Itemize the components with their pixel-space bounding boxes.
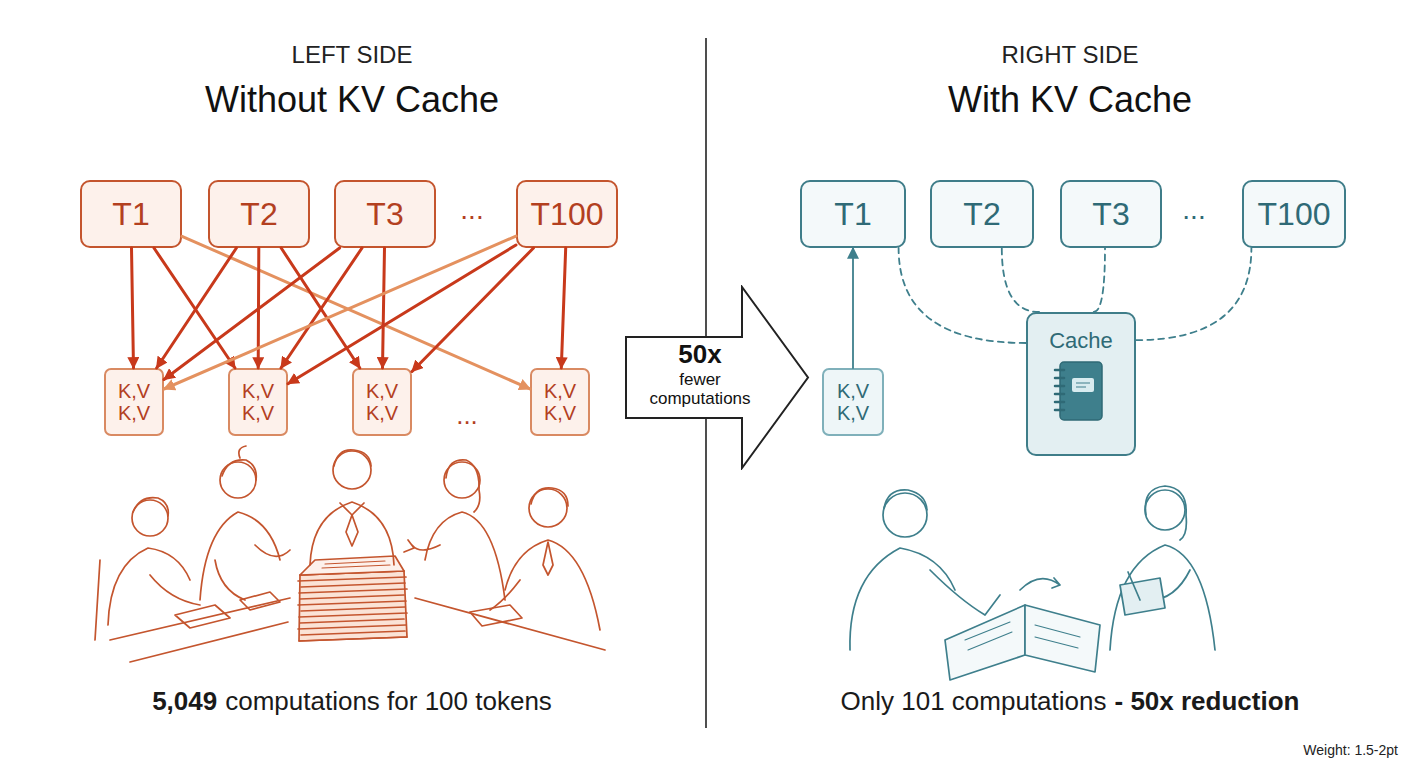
node-text: fewer computations xyxy=(635,370,765,409)
arrow-outline xyxy=(626,287,808,468)
dashed-connector xyxy=(899,248,1026,343)
caption-line: 5,049 computations for 100 tokens xyxy=(152,687,552,717)
caption-number: 5,049 xyxy=(152,687,217,717)
token-box: T1 xyxy=(800,180,906,248)
dashed-connector xyxy=(1136,248,1251,340)
person-hair xyxy=(1145,486,1186,540)
arrow-connector xyxy=(257,248,261,368)
arrow-connector xyxy=(561,248,565,368)
caption-emphasis: - 50x reduction xyxy=(1115,687,1300,717)
token-box: T2 xyxy=(930,180,1034,248)
person-hair xyxy=(133,498,168,516)
caption-line: Only 101 computations - 50x reduction xyxy=(841,687,1300,717)
node-text: T1 xyxy=(112,196,149,233)
notebook-rings xyxy=(1055,370,1064,410)
notebook-tag xyxy=(1072,378,1094,392)
node-text: T100 xyxy=(1258,196,1331,233)
comparison-arrow: 50xfewer computations xyxy=(625,285,810,470)
arrow-connector xyxy=(132,248,134,368)
token-box: T3 xyxy=(1060,180,1162,248)
token-box: T3 xyxy=(334,180,436,248)
person-body xyxy=(1110,545,1215,650)
paper-stack-top xyxy=(300,556,404,575)
token-box: T100 xyxy=(516,180,618,248)
small-notebook xyxy=(1120,578,1165,615)
person-hair xyxy=(446,460,480,512)
arrow-connector xyxy=(281,248,360,368)
person-body xyxy=(200,512,290,600)
node-text: T3 xyxy=(366,196,403,233)
node-text: K,V K,V xyxy=(826,380,880,425)
node-text: 50x xyxy=(635,340,765,370)
dashed-connector xyxy=(1094,248,1105,312)
kv-box: K,V K,V xyxy=(822,368,884,436)
node-text: K,V K,V xyxy=(108,380,160,425)
person-hair xyxy=(884,490,927,510)
ellipsis: ... xyxy=(1182,194,1205,226)
pen xyxy=(1128,572,1140,600)
arrow-connector xyxy=(157,248,237,368)
ellipsis: ... xyxy=(456,401,478,431)
arrow-connector xyxy=(164,236,516,389)
token-box: T1 xyxy=(80,180,182,248)
arrow-connector xyxy=(182,236,530,389)
person-hair xyxy=(334,450,371,466)
book-text-lines xyxy=(965,622,1080,650)
side-heading: Without KV Cache xyxy=(205,79,499,120)
meeting-illustration xyxy=(95,446,605,662)
arrow-text-box: 50xfewer computations xyxy=(635,340,765,409)
person-body xyxy=(310,502,394,565)
node-text: T2 xyxy=(963,196,1000,233)
caption-text: Only 101 computations xyxy=(841,687,1107,717)
arrow-connector xyxy=(852,248,854,368)
person-head xyxy=(883,493,927,537)
side-label: RIGHT SIDE xyxy=(1002,41,1139,69)
paper-stack-sheets xyxy=(298,571,407,641)
paper-stack xyxy=(299,571,407,641)
person-body xyxy=(490,540,600,630)
caption-text: computations for 100 tokens xyxy=(225,687,552,717)
side-label: LEFT SIDE xyxy=(292,41,413,69)
node-text: K,V K,V xyxy=(534,380,586,425)
node-text: T3 xyxy=(1092,196,1129,233)
node-text: K,V K,V xyxy=(356,380,408,425)
person-head xyxy=(1145,490,1185,530)
cache-box: Cache xyxy=(1026,312,1136,456)
turn-page-arrow xyxy=(1020,578,1060,590)
arrow-connector xyxy=(154,248,235,368)
node-text: T2 xyxy=(240,196,277,233)
notebook-tag-lines xyxy=(1076,383,1090,387)
arrow-connector xyxy=(288,245,516,384)
kv-box: K,V K,V xyxy=(530,368,590,436)
study-illustration xyxy=(850,486,1215,680)
node-text: K,V K,V xyxy=(232,380,284,425)
node-text: T100 xyxy=(531,196,604,233)
person-hair xyxy=(222,446,256,480)
person-hair xyxy=(531,488,568,506)
node-text: Cache xyxy=(1049,328,1113,354)
arrow-connector xyxy=(281,248,362,368)
arrow-connector xyxy=(383,248,385,368)
ellipsis: ... xyxy=(460,194,483,226)
notebook-icon xyxy=(1060,362,1102,420)
kv-box: K,V K,V xyxy=(228,368,288,436)
kv-box: K,V K,V xyxy=(104,368,164,436)
kv-box: K,V K,V xyxy=(352,368,412,436)
node-text: T1 xyxy=(834,196,871,233)
note-text: Weight: 1.5-2pt xyxy=(1303,742,1398,758)
paper-text-lines xyxy=(322,561,390,568)
arrow-connector xyxy=(164,248,340,380)
token-box: T2 xyxy=(208,180,310,248)
person-body xyxy=(404,512,505,600)
dashed-connector xyxy=(1002,248,1039,312)
person-body xyxy=(95,548,200,640)
token-box: T100 xyxy=(1242,180,1346,248)
arrow-connector xyxy=(412,248,534,372)
side-heading: With KV Cache xyxy=(948,79,1192,120)
open-book-page xyxy=(1025,605,1100,672)
